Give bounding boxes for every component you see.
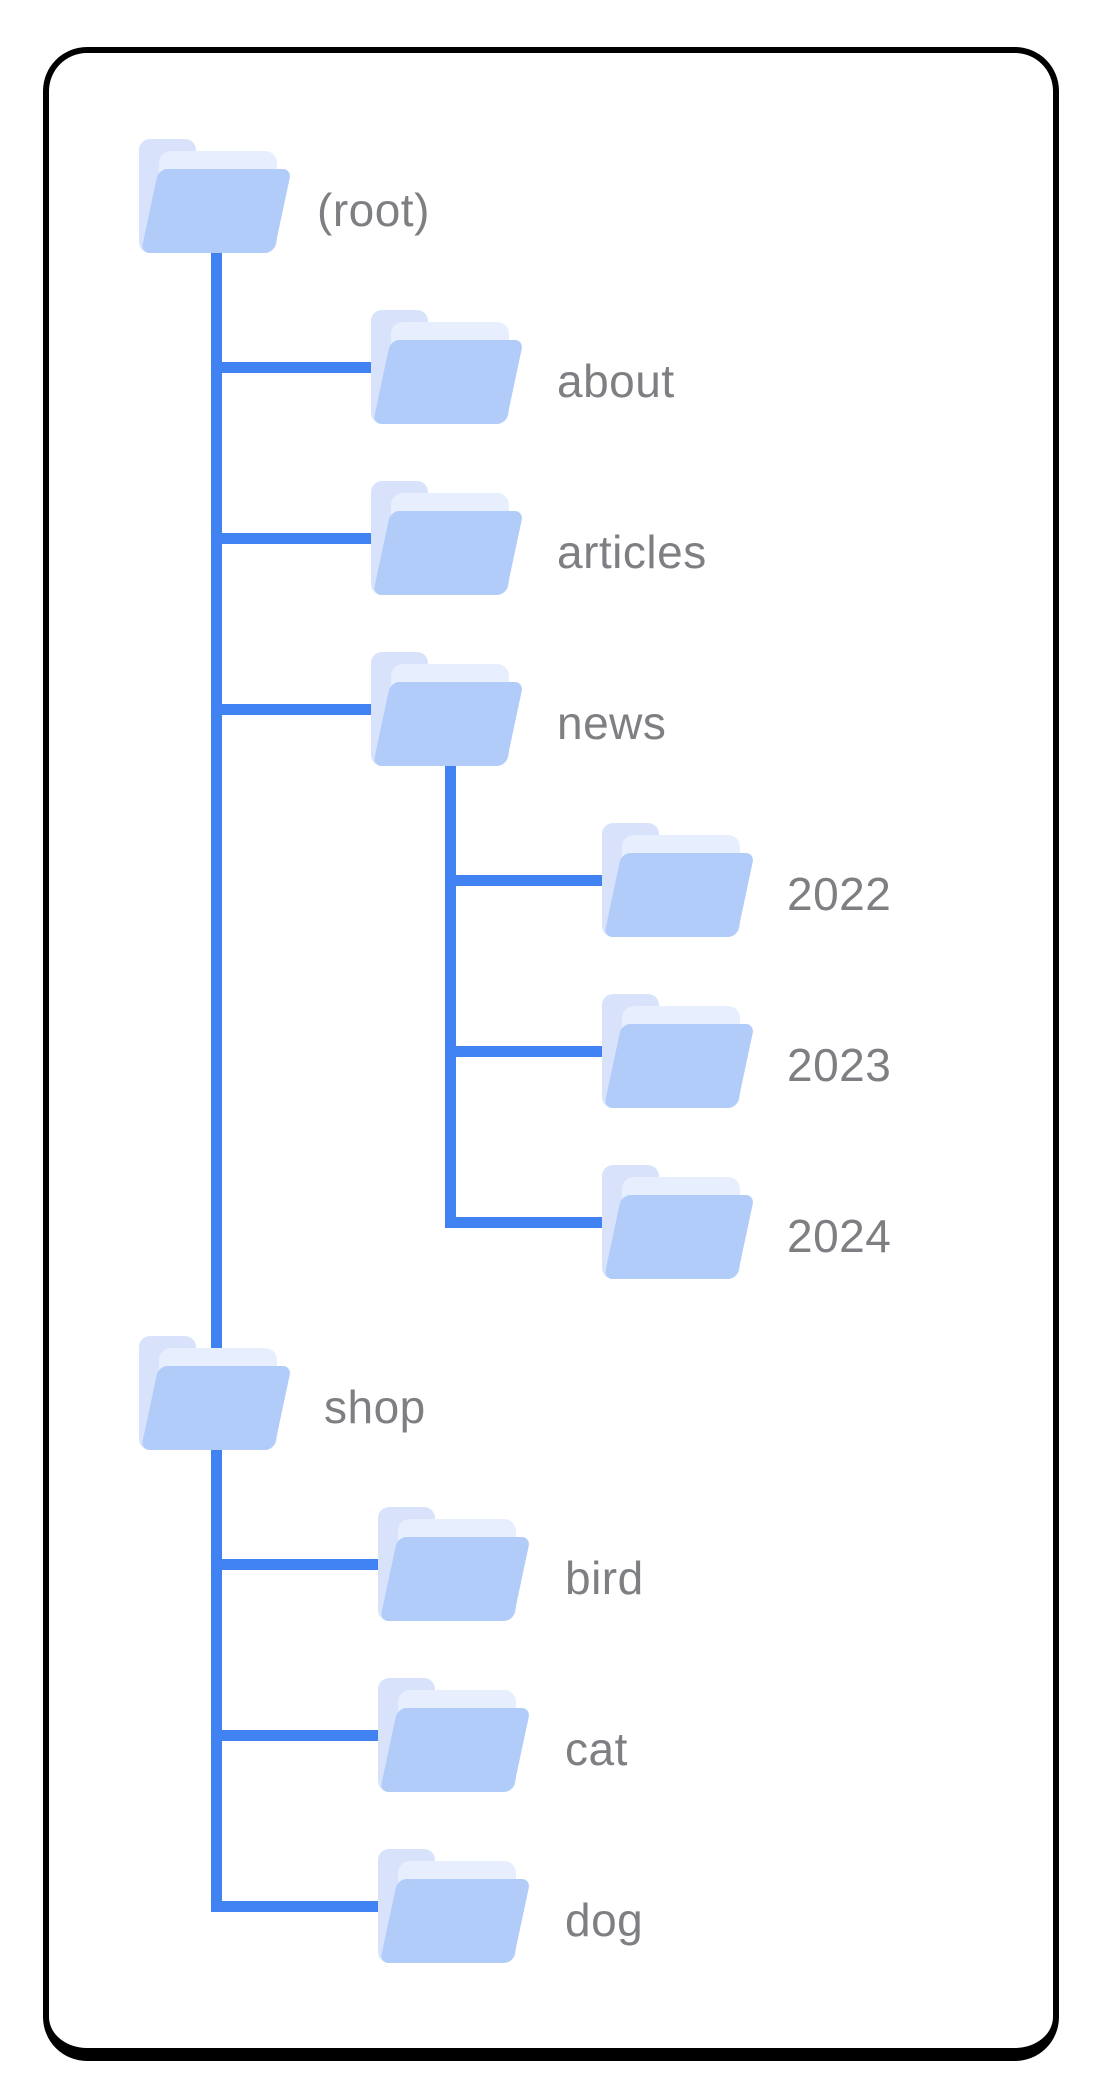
folder-icon [378,1678,531,1792]
tree-node-2024 [602,1165,755,1279]
folder-icon [602,1165,755,1279]
node-label-news: news [557,697,667,749]
connector-branch-2022 [445,875,637,886]
folder-icon [378,1507,531,1621]
connector-branch-2023 [445,1046,637,1057]
node-label-2024: 2024 [787,1210,892,1262]
folder-icon [602,823,755,937]
node-label-shop: shop [324,1381,426,1433]
tree-node-2022 [602,823,755,937]
connector-branch-articles [211,533,406,544]
connector-branch-about [211,362,406,373]
connector-branch-bird [211,1559,413,1570]
folder-icon [378,1849,531,1963]
tree-node-about [371,310,524,424]
folder-icon [139,139,292,253]
connector-trunk-root [211,252,222,1912]
node-label-dog: dog [565,1894,644,1946]
tree-node-news [371,652,524,766]
connector-branch-news [211,704,406,715]
tree-node-shop [139,1336,292,1450]
node-label-about: about [557,355,675,407]
folder-icon [371,652,524,766]
folder-icon [371,481,524,595]
connector-trunk-news [445,761,456,1228]
tree-node-2023 [602,994,755,1108]
node-label-2022: 2022 [787,868,892,920]
connector-branch-dog [211,1901,413,1912]
connector-branch-cat [211,1730,413,1741]
connector-branch-2024 [445,1217,637,1228]
node-label-bird: bird [565,1552,644,1604]
tree-node-articles [371,481,524,595]
tree-node-bird [378,1507,531,1621]
node-label-cat: cat [565,1723,628,1775]
node-label-2023: 2023 [787,1039,892,1091]
tree-node-root [139,139,292,253]
diagram-card: (root) about articles news 2022 2023 202… [43,47,1059,2061]
folder-icon [602,994,755,1108]
node-label-root: (root) [317,184,430,236]
folder-icon [139,1336,292,1450]
tree-node-dog [378,1849,531,1963]
node-label-articles: articles [557,526,707,578]
tree-node-cat [378,1678,531,1792]
folder-icon [371,310,524,424]
